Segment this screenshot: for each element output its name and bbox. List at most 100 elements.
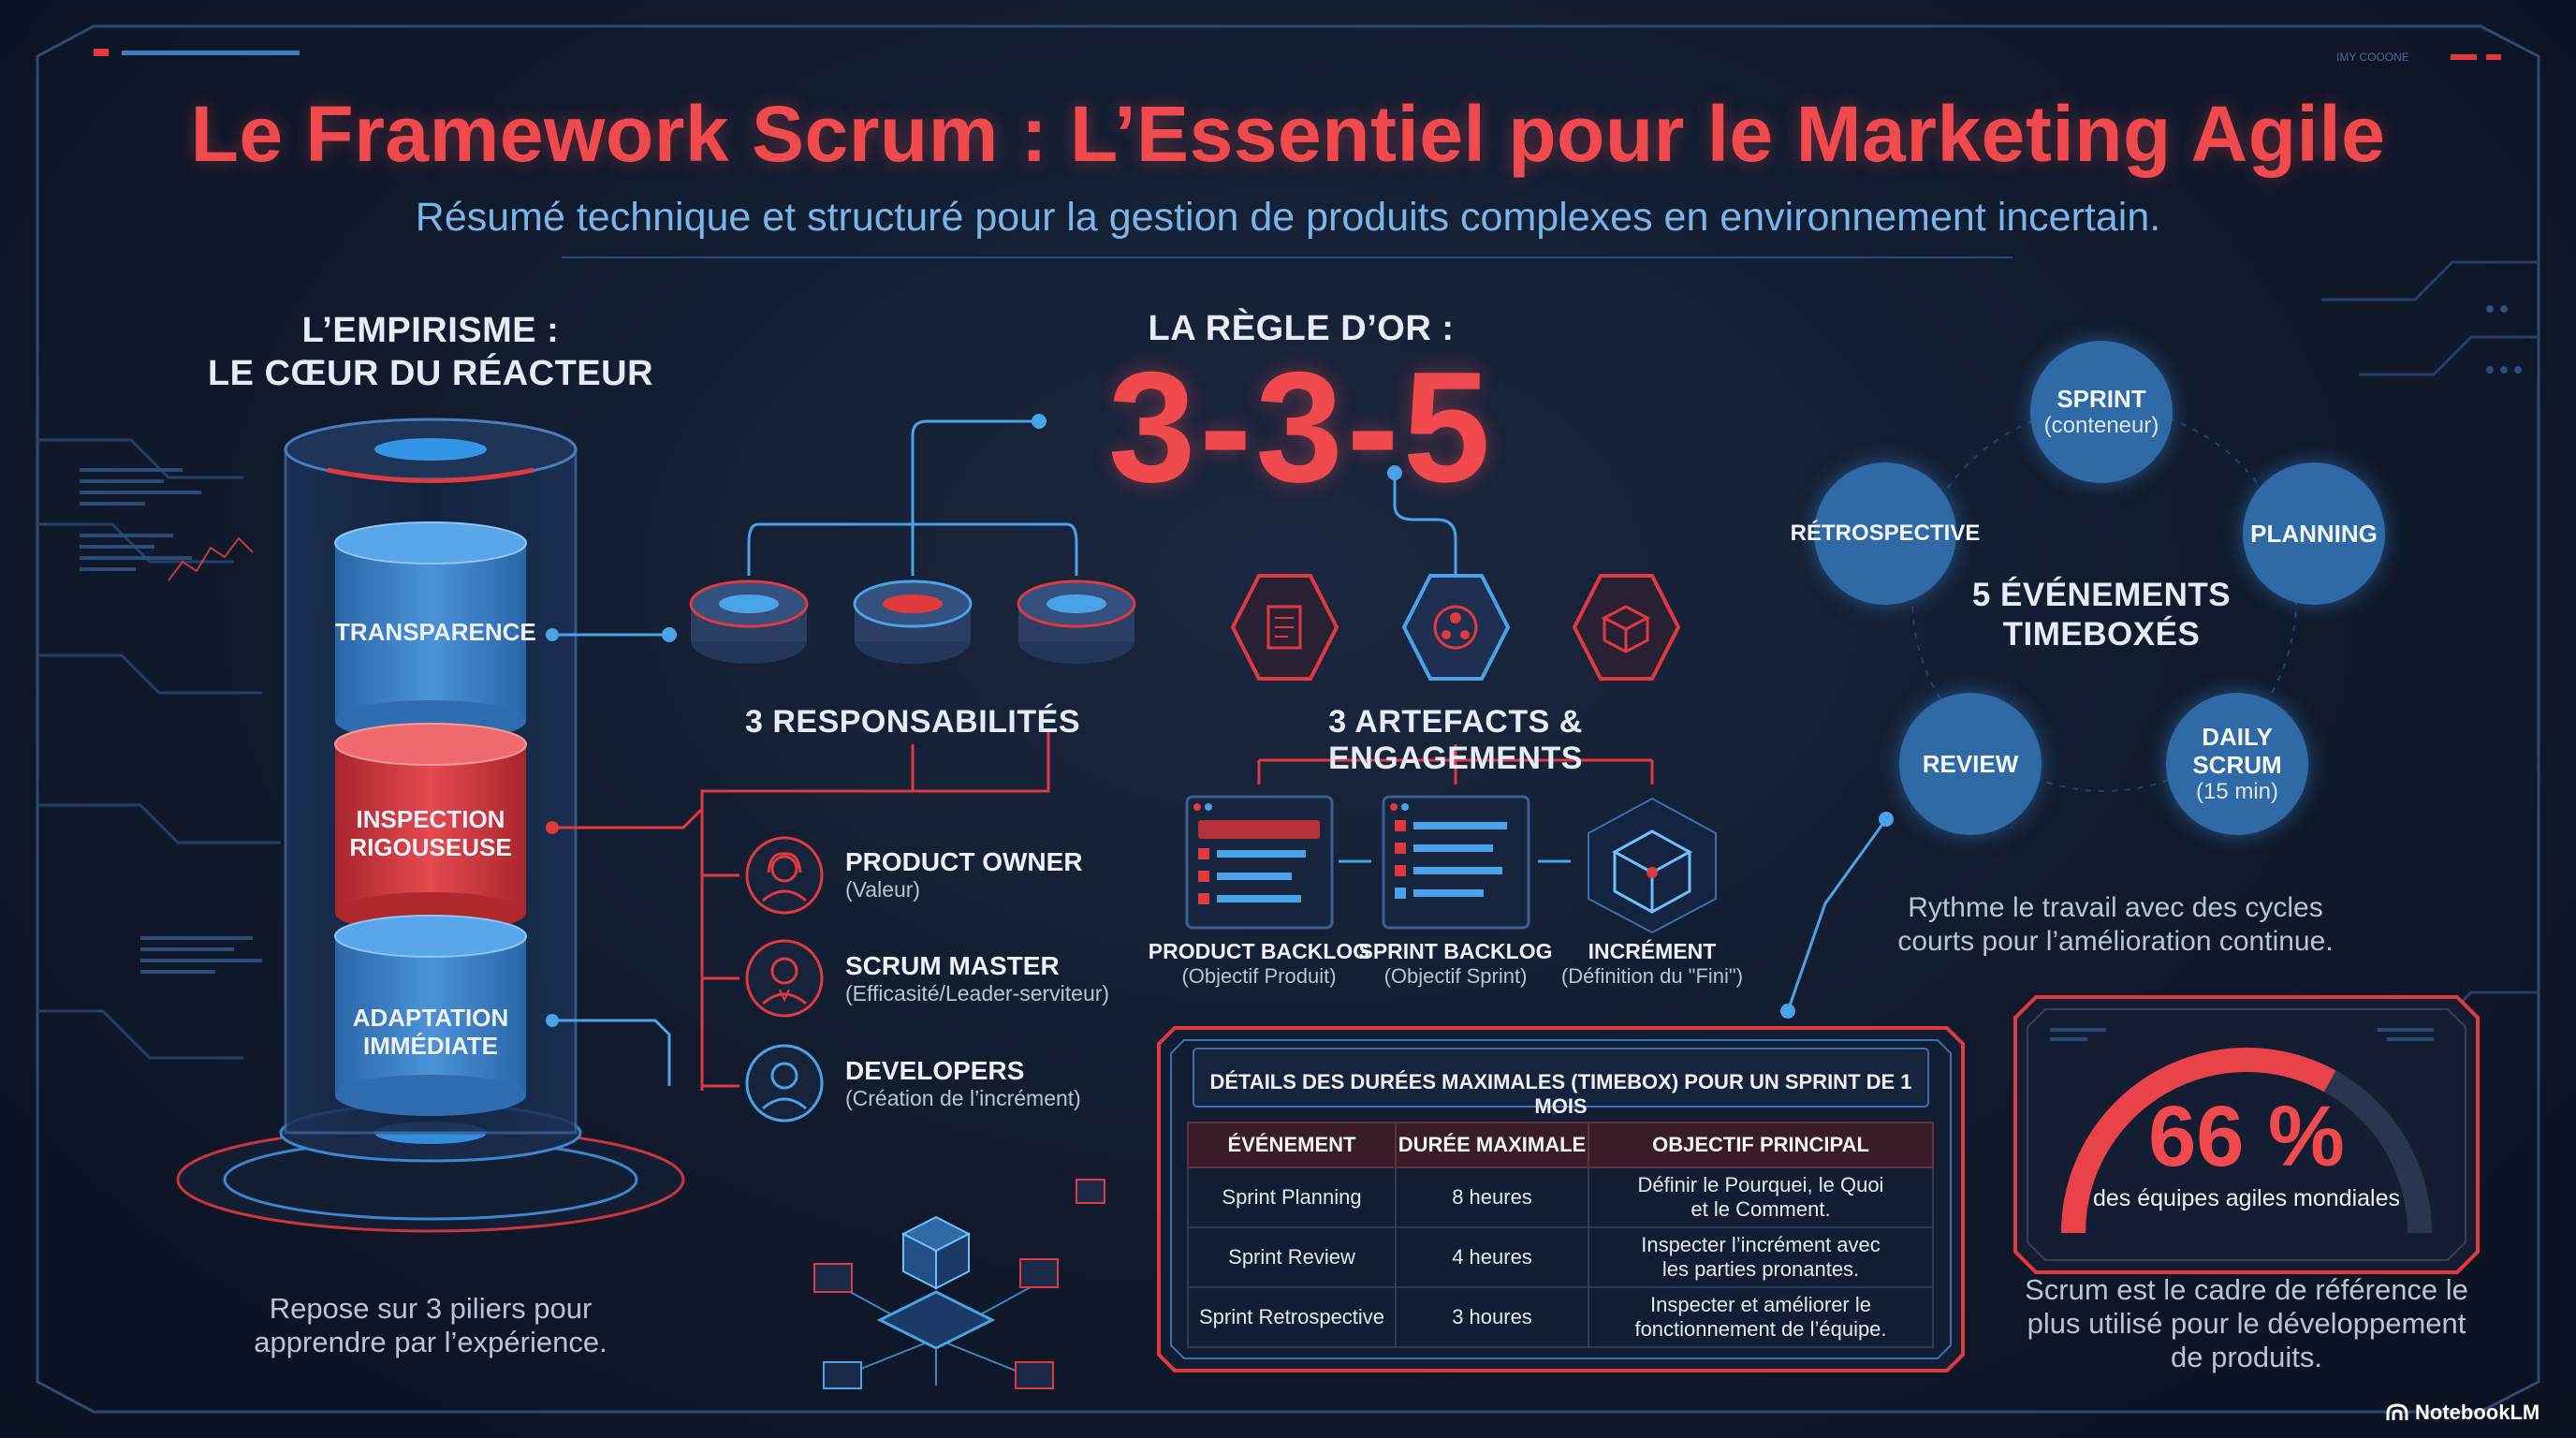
stat-caption-line1: Scrum est le cadre de référence le — [2025, 1273, 2468, 1306]
stat-value: 66 % — [2148, 1089, 2345, 1184]
artefact-sprint-backlog-name: SPRINT BACKLOG — [1358, 939, 1553, 963]
timebox-cell-goal-line2: les parties pronantes. — [1661, 1257, 1860, 1281]
event-retrospective-name: RÉTROSPECTIVE — [1790, 521, 1981, 546]
timebox-header-event: ÉVÉNEMENT — [1187, 1122, 1397, 1168]
pillar-adaptation-line2: IMMÉDIATE — [363, 1032, 498, 1060]
reactor-cylinder — [176, 418, 685, 1233]
event-planning: PLANNING — [2243, 462, 2385, 605]
pillar-adaptation-line1: ADAPTATION — [352, 1004, 509, 1032]
timebox-cell-duration: 3 houres — [1395, 1286, 1589, 1348]
artefact-increment-desc: (Définition du "Fini") — [1560, 964, 1744, 988]
event-planning-name: PLANNING — [2250, 520, 2378, 548]
pillar-transparence: TRANSPARENCE — [335, 618, 536, 646]
event-sprint: SPRINT (conteneur) — [2030, 341, 2173, 483]
developer-icon — [745, 1044, 824, 1123]
events-title-line2: TIMEBOXÉS — [2002, 616, 2201, 653]
responsibility-discs — [689, 580, 1136, 664]
event-daily-scrum-sub: (15 min) — [2195, 779, 2279, 804]
role-product-owner: PRODUCT OWNER (Valeur) — [845, 847, 1083, 902]
timebox-cell-goal-line1: Inspecter et améliorer le — [1650, 1293, 1871, 1316]
events-caption-line1: Rythme le travail avec des cycles — [1908, 892, 2323, 923]
stat-caption-line2: plus utilisé pour le développement — [2027, 1307, 2466, 1340]
role-developers-name: DEVELOPERS — [845, 1056, 1025, 1085]
timebox-header-duration: DURÉE MAXIMALE — [1395, 1122, 1589, 1168]
role-scrum-master-name: SCRUM MASTER — [845, 951, 1060, 980]
timebox-cell-event: Sprint Review — [1187, 1226, 1397, 1288]
table-row: Sprint Retrospective 3 houres Inspecter … — [1187, 1286, 1934, 1348]
table-row: Sprint Planning 8 heures Définir le Pour… — [1187, 1167, 1934, 1228]
empirisme-caption: Repose sur 3 piliers pour apprendre par … — [178, 1292, 683, 1359]
role-product-owner-name: PRODUCT OWNER — [845, 847, 1083, 876]
timebox-header-goal: OBJECTIF PRINCIPAL — [1588, 1122, 1934, 1168]
brand-watermark: NotebookLM — [2385, 1401, 2539, 1425]
pillar-inspection-line2: RIGOUSEUSE — [349, 833, 512, 861]
subtitle: Résumé technique et structuré pour la ge… — [415, 195, 2161, 240]
stat-label: des équipes agiles mondiales — [2093, 1185, 2400, 1211]
events-title: 5 ÉVÉNEMENTS TIMEBOXÉS — [1947, 576, 2256, 654]
artefact-increment-name: INCRÉMENT — [1588, 939, 1717, 963]
artefact-increment: INCRÉMENT (Définition du "Fini") — [1540, 939, 1764, 989]
empirisme-title: L’EMPIRISME : LE CŒUR DU RÉACTEUR — [159, 309, 702, 395]
artefact-product-backlog-name: PRODUCT BACKLOG — [1148, 939, 1370, 963]
cube-network-illustration — [813, 1179, 1105, 1389]
artefact-product-backlog: PRODUCT BACKLOG (Objectif Produit) — [1147, 939, 1371, 989]
pillar-inspection-line1: INSPECTION — [356, 805, 505, 833]
role-developers-desc: (Création de l’incrément) — [845, 1086, 1081, 1110]
main-title: Le Framework Scrum : L’Essentiel pour le… — [190, 90, 2386, 178]
table-row: Sprint Review 4 heures Inspecter l’incré… — [1187, 1226, 1934, 1288]
role-scrum-master-desc: (Efficasité/Leader-serviteur) — [845, 981, 1110, 1005]
timebox-cell-goal: Définir le Pourquei, le Quoi et le Comme… — [1588, 1167, 1934, 1228]
gauge-fill — [2061, 1048, 2336, 1234]
title-underline — [562, 257, 2012, 258]
corner-tag: IMY COOONE — [2336, 51, 2409, 64]
responsibilities-title: 3 RESPONSABILITÉS — [744, 704, 1080, 740]
artefact-sprint-backlog: SPRINT BACKLOG (Objectif Sprint) — [1343, 939, 1568, 989]
artefact-sprint-backlog-desc: (Objectif Sprint) — [1383, 964, 1528, 988]
empirisme-title-line1: L’EMPIRISME : — [301, 311, 560, 350]
stat-panel — [2013, 995, 2480, 1274]
timebox-cell-goal: Inspecter l’incrément avec les parties p… — [1588, 1226, 1934, 1288]
timebox-cell-event: Sprint Retrospective — [1187, 1286, 1397, 1348]
rule-value: 3-3-5 — [1107, 339, 1495, 515]
pillar-inspection: INSPECTION RIGOUSEUSE — [335, 805, 526, 861]
pillar-adaptation: ADAPTATION IMMÉDIATE — [335, 1004, 526, 1060]
events-caption-line2: courts pour l’amélioration continue. — [1897, 926, 2334, 957]
timebox-cell-goal-line1: Définir le Pourquei, le Quoi — [1637, 1173, 1884, 1196]
event-sprint-sub: (conteneur) — [2043, 413, 2159, 438]
empirisme-title-line2: LE CŒUR DU RÉACTEUR — [207, 354, 654, 393]
artefact-hexagons — [1230, 574, 1681, 681]
woman-icon — [745, 836, 824, 915]
brand-name: NotebookLM — [2415, 1401, 2540, 1424]
pillar-transparence-line1: TRANSPARENCE — [335, 618, 536, 646]
stat-caption: Scrum est le cadre de référence le plus … — [1994, 1273, 2499, 1374]
artefacts-title: 3 ARTEFACTS & ENGAGEMENTS — [1328, 704, 1583, 776]
role-product-owner-desc: (Valeur) — [845, 877, 921, 902]
timebox-cell-goal-line1: Inspecter l’incrément avec — [1641, 1233, 1881, 1256]
rule-label: LA RÈGLE D’OR : — [1148, 309, 1455, 348]
artefact-product-backlog-desc: (Objectif Produit) — [1181, 964, 1337, 988]
timebox-cell-duration: 8 heures — [1395, 1167, 1589, 1228]
event-review: REVIEW — [1899, 693, 2042, 835]
man-icon — [745, 939, 824, 1018]
notebooklm-logo-icon — [2386, 1403, 2408, 1420]
timebox-cell-duration: 4 heures — [1395, 1226, 1589, 1288]
role-developers: DEVELOPERS (Création de l’incrément) — [845, 1056, 1081, 1111]
timebox-cell-goal-line2: fonctionnement de l’équipe. — [1634, 1317, 1887, 1341]
events-title-line1: 5 ÉVÉNEMENTS — [1971, 577, 2232, 613]
role-scrum-master: SCRUM MASTER (Efficasité/Leader-serviteu… — [845, 951, 1109, 1006]
timebox-cell-goal: Inspecter et améliorer le fonctionnement… — [1588, 1286, 1934, 1348]
timebox-cell-event: Sprint Planning — [1187, 1167, 1397, 1228]
timebox-table: ÉVÉNEMENT DURÉE MAXIMALE OBJECTIF PRINCI… — [1187, 1122, 1934, 1348]
empirisme-caption-line1: Repose sur 3 piliers pour — [269, 1292, 593, 1325]
timebox-title: DÉTAILS DES DURÉES MAXIMALES (TIMEBOX) P… — [1209, 1070, 1912, 1118]
event-retrospective: RÉTROSPECTIVE — [1791, 462, 1980, 605]
timebox-header-row: ÉVÉNEMENT DURÉE MAXIMALE OBJECTIF PRINCI… — [1187, 1122, 1934, 1168]
empirisme-caption-line2: apprendre par l’expérience. — [254, 1326, 607, 1358]
events-caption: Rythme le travail avec des cycles courts… — [1835, 891, 2396, 959]
stat-caption-line3: de produits. — [2171, 1341, 2322, 1373]
backlog-illustrations — [1185, 795, 1717, 934]
event-review-name: REVIEW — [1922, 750, 2019, 778]
